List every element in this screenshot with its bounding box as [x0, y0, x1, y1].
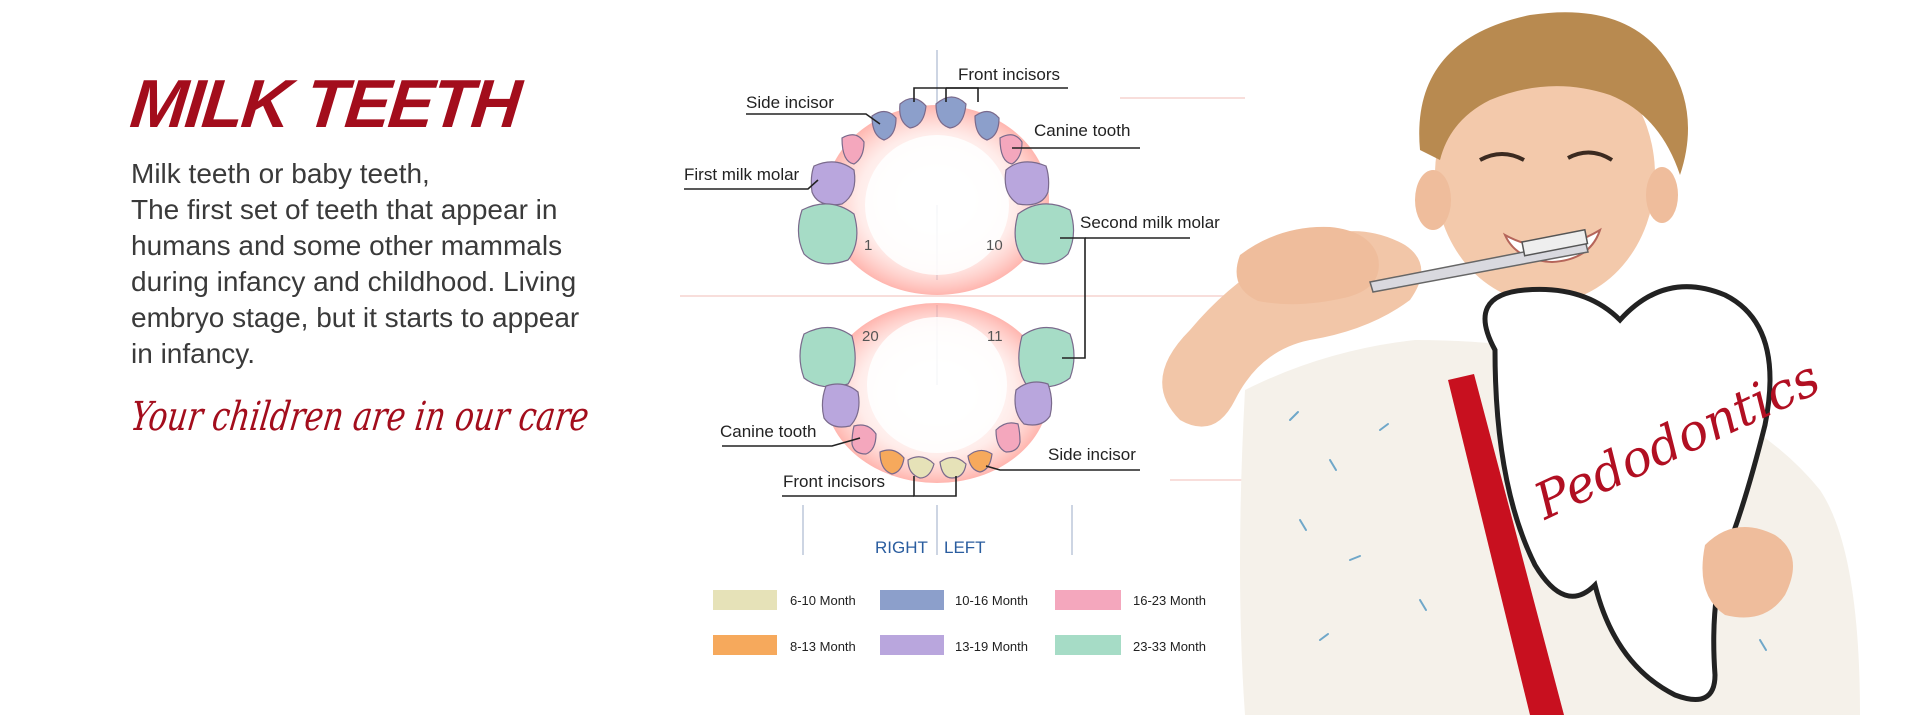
hero-tagline: Your children are in our care [127, 394, 592, 440]
tooth [1004, 161, 1050, 206]
legend-label: 6-10 Month [790, 593, 856, 608]
tooth-number: 11 [987, 328, 1003, 345]
description-line: humans and some other mammals [131, 230, 563, 261]
description-line: embryo stage, but it starts to appear [131, 302, 580, 333]
tooth [974, 110, 1000, 141]
label-front-incisors-bottom: Front incisors [783, 472, 885, 491]
tooth [935, 96, 967, 129]
label-side-incisor-bottom: Side incisor [1048, 445, 1136, 464]
child-hair [1419, 12, 1688, 175]
legend-label: 10-16 Month [955, 593, 1028, 608]
child-eye [1567, 150, 1614, 162]
legend-label: 23-33 Month [1133, 639, 1206, 654]
hero-text: MILK TEETH Milk teeth or baby teeth, The… [127, 66, 651, 440]
legend-swatch [880, 635, 944, 655]
tooth [1014, 203, 1075, 265]
child-hand [1236, 226, 1379, 305]
hero-title: MILK TEETH [127, 66, 523, 142]
label-canine-bottom: Canine tooth [720, 422, 816, 441]
tooth [907, 456, 935, 479]
tooth [999, 134, 1023, 165]
tooth [939, 456, 967, 479]
legend-swatch [1055, 635, 1121, 655]
description-line: The first set of teeth that appear in [131, 194, 558, 225]
legend-label: 8-13 Month [790, 639, 856, 654]
label-side-incisor-top: Side incisor [746, 93, 834, 112]
child-face [1435, 47, 1655, 303]
child-photo: Pedodontics [1162, 12, 1860, 715]
description-line: in infancy. [131, 338, 255, 369]
child-ear [1415, 170, 1451, 230]
leader-lines [684, 87, 1190, 497]
tooth [841, 134, 865, 165]
tooth [871, 110, 897, 141]
tooth-number: 20 [862, 328, 879, 345]
tooth [879, 449, 905, 475]
description-line: Milk teeth or baby teeth, [131, 158, 430, 189]
tooth-number: 1 [864, 237, 872, 254]
legend: 6-10 Month 10-16 Month 16-23 Month 8-13 … [713, 590, 1206, 655]
upper-teeth [797, 96, 1075, 265]
tooth [799, 326, 856, 388]
legend-label: 13-19 Month [955, 639, 1028, 654]
tooth [995, 422, 1021, 453]
guide-lines [680, 97, 1245, 481]
tooth [851, 424, 877, 455]
side-left-label: LEFT [944, 538, 986, 557]
label-front-incisors-top: Front incisors [958, 65, 1060, 84]
child-hand-holding [1702, 527, 1793, 618]
teeth-chart: Front incisors Side incisor Canine tooth… [680, 50, 1245, 655]
child-ear [1646, 167, 1678, 223]
tooth [821, 383, 860, 428]
tooth [1018, 326, 1075, 388]
label-canine-top: Canine tooth [1034, 121, 1130, 140]
lower-arch-inner [867, 317, 1007, 453]
tooth [810, 161, 856, 206]
suspender [1448, 374, 1564, 715]
side-right-label: RIGHT [875, 538, 928, 557]
toothbrush-head [1521, 228, 1589, 257]
tooth [1014, 381, 1053, 426]
legend-swatch [880, 590, 944, 610]
child-eye [1479, 152, 1525, 162]
legend-swatch [713, 635, 777, 655]
label-first-milk-molar: First milk molar [684, 165, 800, 184]
upper-arch-inner [865, 135, 1009, 275]
legend-label: 16-23 Month [1133, 593, 1206, 608]
description-line: during infancy and childhood. Living [131, 266, 577, 297]
tooth [797, 203, 858, 265]
tooth-number: 10 [986, 237, 1003, 254]
hero-description: Milk teeth or baby teeth, The first set … [131, 156, 651, 372]
label-second-milk-molar: Second milk molar [1080, 213, 1220, 232]
legend-swatch [1055, 590, 1121, 610]
lower-teeth [799, 326, 1075, 479]
legend-swatch [713, 590, 777, 610]
